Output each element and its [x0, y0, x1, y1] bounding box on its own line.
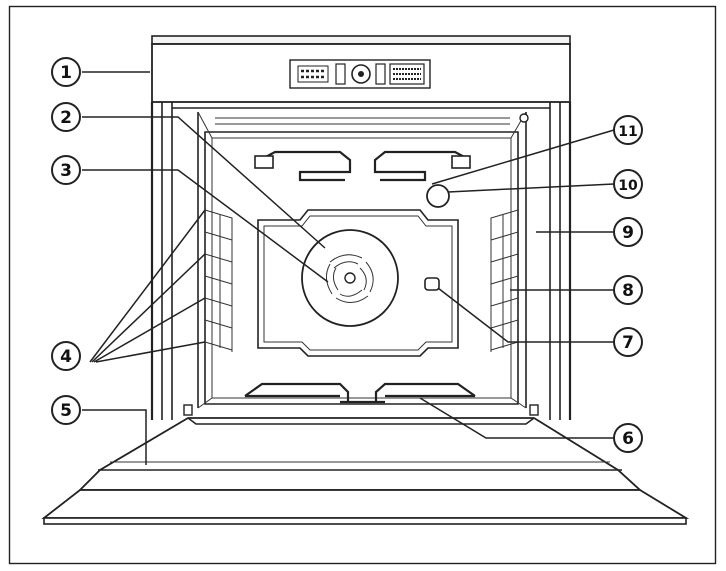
callout-label: 11 [618, 124, 637, 140]
callout-label: 5 [60, 401, 72, 421]
callout-2: 2 [52, 103, 80, 131]
callout-label: 8 [622, 281, 634, 301]
callout-label: 2 [60, 108, 72, 128]
callout-label: 10 [618, 178, 638, 194]
callout-label: 4 [60, 347, 72, 367]
callout-6: 6 [614, 424, 642, 452]
callout-label: 3 [60, 161, 72, 181]
callout-4: 4 [52, 342, 80, 370]
callout-10: 10 [614, 170, 642, 198]
callout-label: 9 [622, 223, 634, 243]
callout-label: 7 [622, 333, 634, 353]
fan-icon [302, 230, 398, 326]
callout-1: 1 [52, 58, 80, 86]
callout-label: 1 [60, 63, 72, 83]
control-display-icon [290, 60, 430, 88]
oven-light-icon [427, 185, 449, 207]
callout-8: 8 [614, 276, 642, 304]
callout-5: 5 [52, 396, 80, 424]
callout-3: 3 [52, 156, 80, 184]
sensor-icon [425, 278, 439, 290]
callout-9: 9 [614, 218, 642, 246]
callout-7: 7 [614, 328, 642, 356]
control-panel [152, 36, 570, 102]
callout-label: 6 [622, 429, 634, 449]
callout-11: 11 [614, 116, 642, 144]
